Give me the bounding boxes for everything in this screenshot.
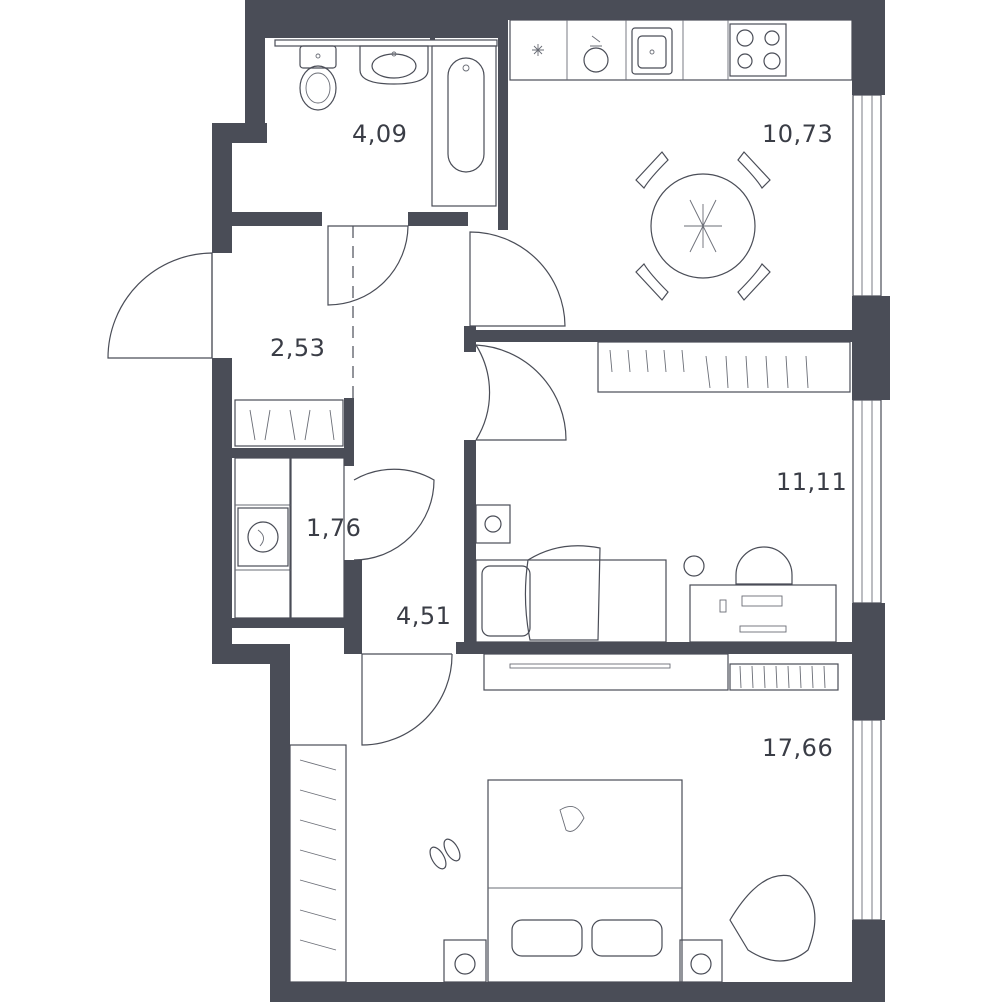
toilet-icon bbox=[299, 45, 337, 111]
single-bed-icon bbox=[475, 545, 667, 643]
room-area-bedroom-small: 11,11 bbox=[776, 468, 847, 496]
room-area-bathroom: 4,09 bbox=[352, 120, 407, 148]
walls bbox=[212, 0, 890, 1002]
bathroom-fixtures bbox=[274, 39, 498, 207]
slippers-icon bbox=[429, 838, 461, 870]
room-area-kitchen: 10,73 bbox=[762, 120, 833, 148]
doors bbox=[107, 225, 567, 746]
ball-icon bbox=[683, 555, 705, 577]
room-area-laundry: 1,76 bbox=[306, 514, 361, 542]
stove-icon bbox=[729, 23, 787, 77]
bedroom-small-door bbox=[475, 344, 491, 441]
entrance-door bbox=[107, 252, 213, 359]
fridge-icon bbox=[532, 44, 544, 56]
bathroom-door bbox=[327, 225, 409, 306]
room-area-entrance: 2,53 bbox=[270, 334, 325, 362]
storage-fixtures bbox=[234, 399, 345, 619]
kitchen-door bbox=[469, 231, 566, 327]
dining-table-icon bbox=[635, 151, 771, 301]
kitchen-fixtures bbox=[509, 19, 853, 301]
windows bbox=[852, 94, 882, 921]
washing-machine-icon bbox=[237, 507, 289, 567]
room-area-hall: 4,51 bbox=[396, 602, 451, 630]
sink-icon bbox=[359, 45, 429, 85]
bedroom-large-door bbox=[361, 653, 453, 746]
kitchen-sink-icon bbox=[631, 27, 673, 75]
desk-icon bbox=[689, 546, 837, 643]
area-labels: 4,09 10,73 2,53 11,11 1,76 4,51 17,66 bbox=[270, 120, 847, 762]
dishwasher-icon bbox=[583, 35, 609, 73]
bathtub-icon bbox=[431, 45, 497, 207]
bedroom-small-fixtures bbox=[475, 341, 851, 643]
bedroom-large-fixtures bbox=[289, 653, 839, 983]
double-bed-icon bbox=[487, 779, 683, 983]
laundry-door bbox=[353, 468, 435, 561]
armchair-icon bbox=[729, 874, 816, 962]
room-area-bedroom-large: 17,66 bbox=[762, 734, 833, 762]
